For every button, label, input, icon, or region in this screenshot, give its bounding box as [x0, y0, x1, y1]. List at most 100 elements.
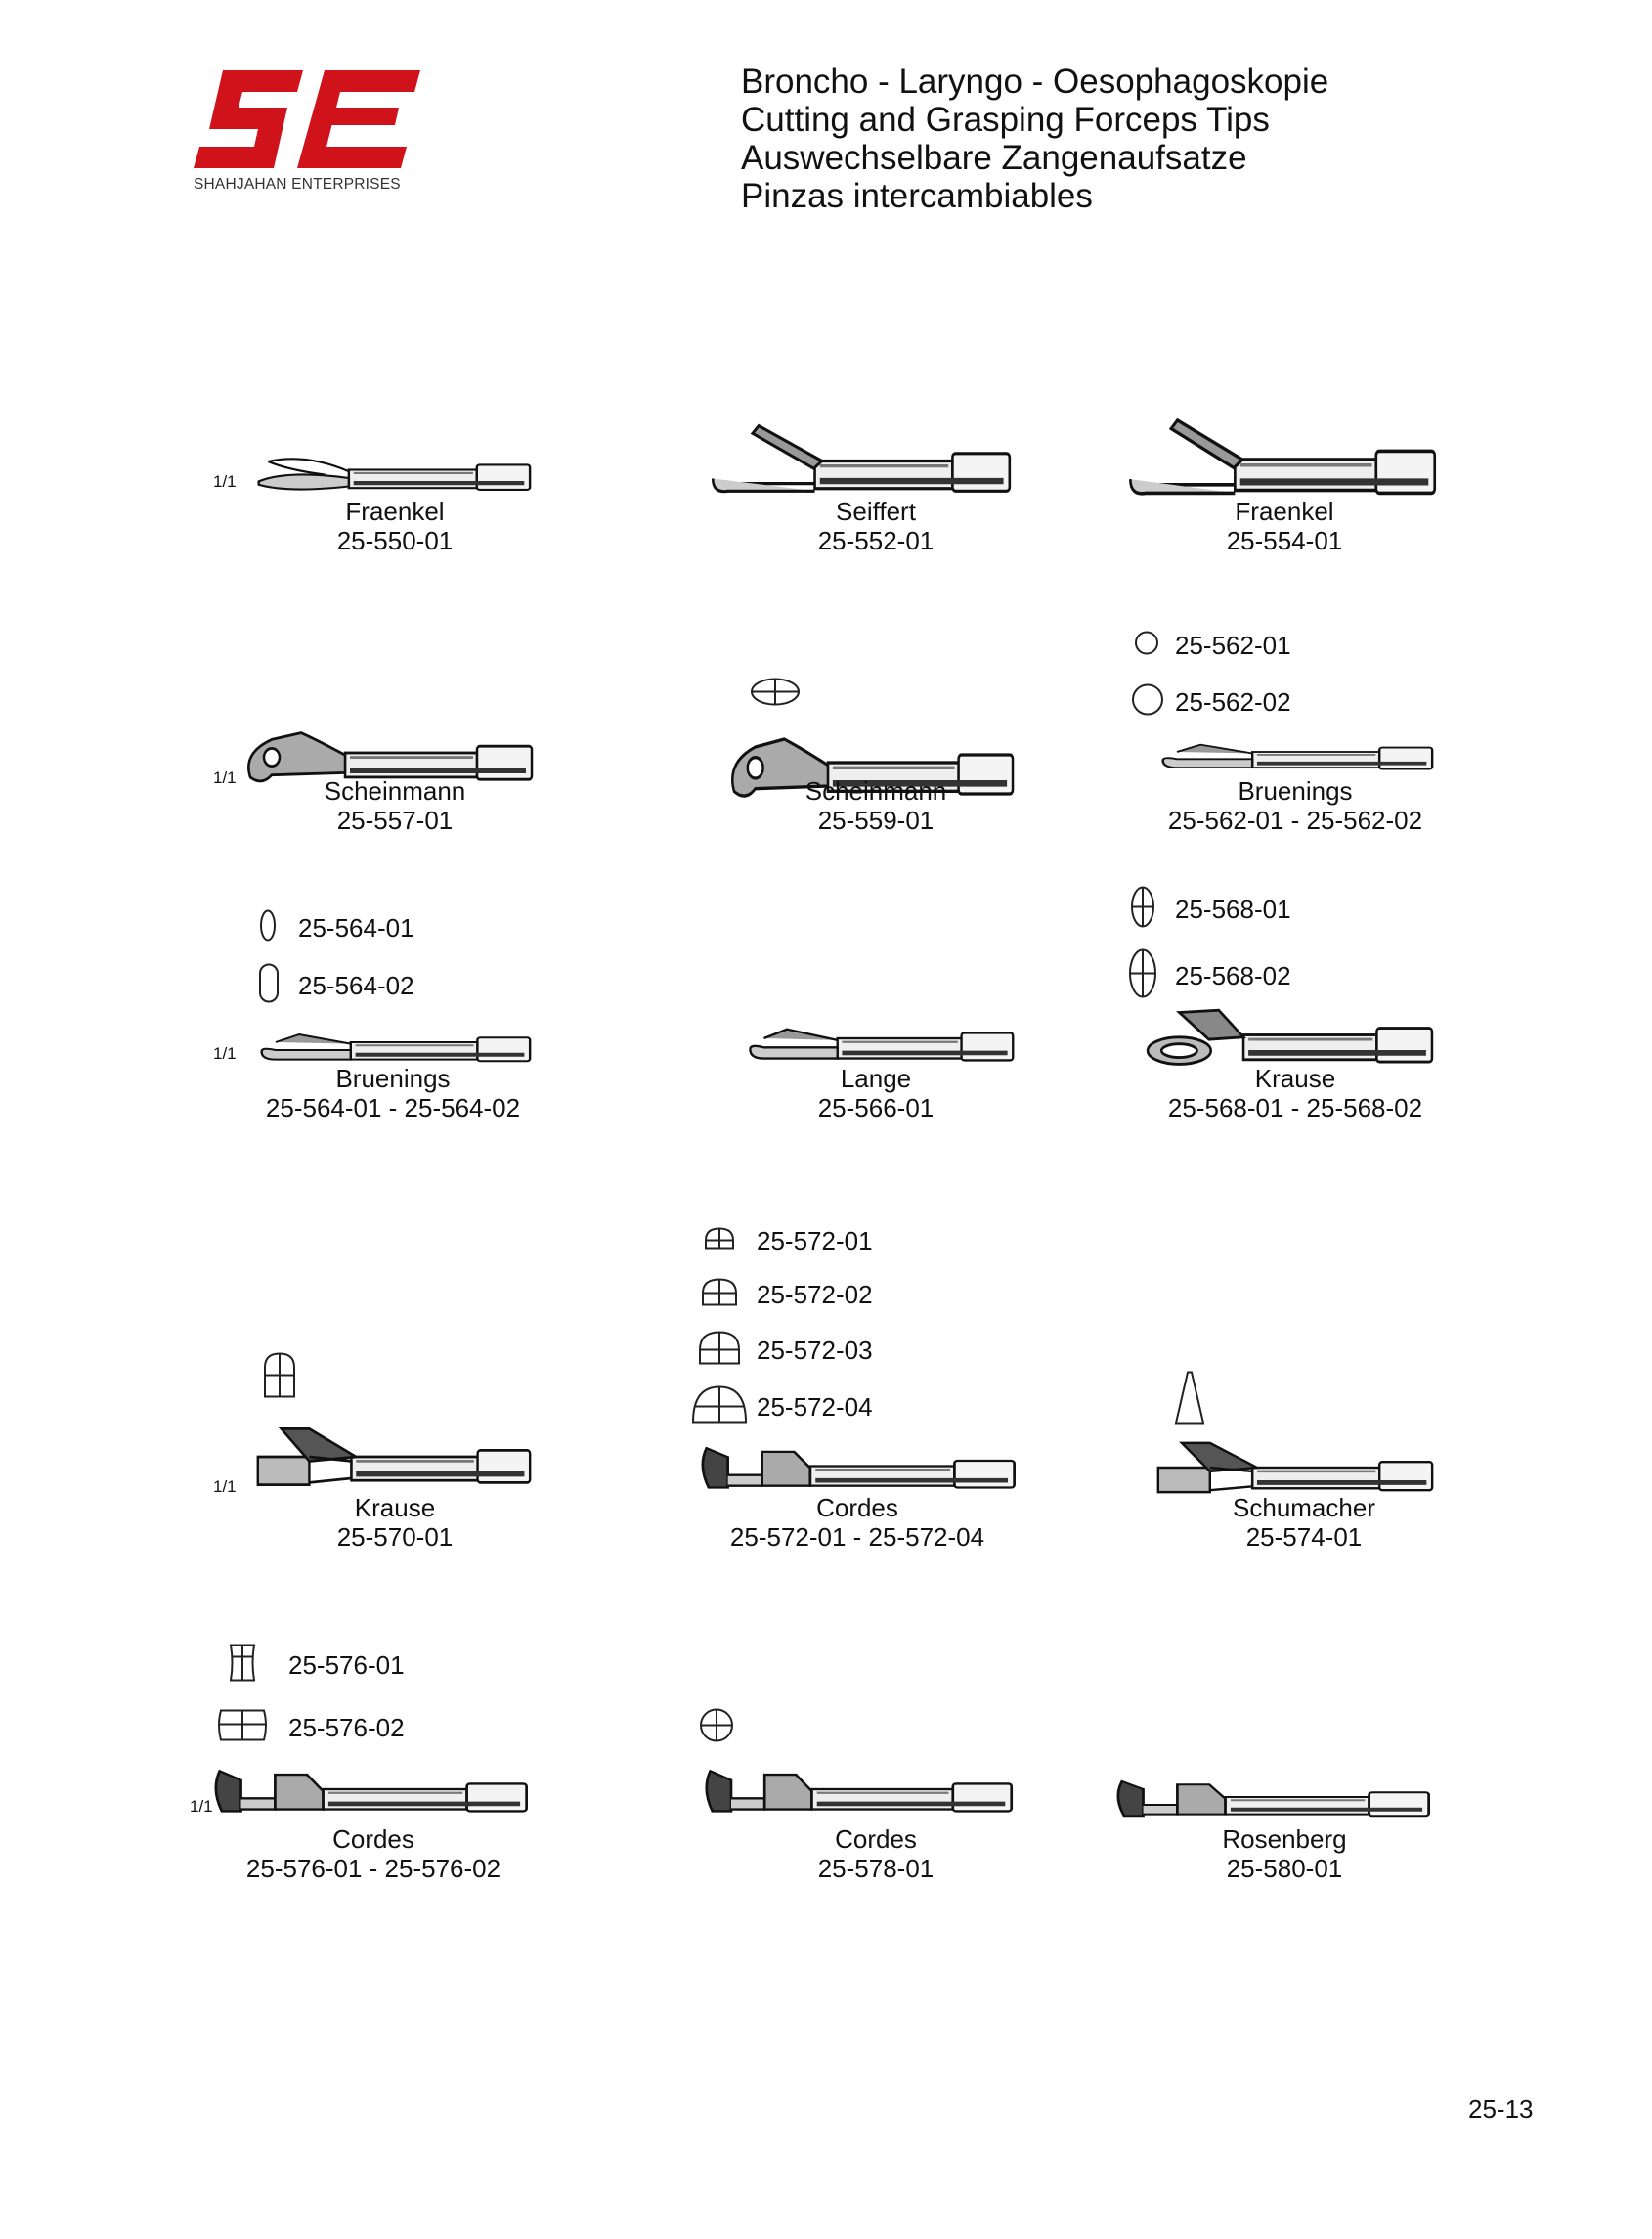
item-name: Bruenings: [335, 1064, 451, 1093]
oval-small-profile-icon: [259, 909, 277, 947]
dome-1-profile-icon: [704, 1227, 735, 1255]
instrument-illustration: [702, 1762, 1016, 1822]
instrument-illustration: [1153, 1439, 1436, 1501]
instrument-illustration: [1153, 730, 1436, 778]
circle-small-profile-icon: [1134, 631, 1159, 661]
instrument-illustration: [211, 1762, 531, 1822]
scale-label: 1/1: [213, 768, 237, 787]
se-logo-icon: [194, 70, 420, 168]
variant-code: 25-562-01: [1175, 631, 1291, 660]
variant-code: 25-572-03: [757, 1336, 873, 1365]
variant-code: 25-562-02: [1175, 687, 1291, 717]
oval-large-profile-icon: [258, 963, 280, 1009]
barrel-tall-profile-icon: [228, 1644, 257, 1688]
round-cross-profile-icon: [699, 1708, 734, 1748]
oval-cross-small-profile-icon: [1130, 886, 1155, 934]
item-code: 25-566-01: [817, 1093, 935, 1122]
instrument-illustration: [741, 1011, 1017, 1071]
item-code: 25-557-01: [336, 806, 454, 835]
forceps-tip-icon: [1129, 417, 1437, 496]
item-code: 25-559-01: [817, 806, 935, 835]
page-heading: Broncho - Laryngo - Oesophagoskopie Cutt…: [741, 63, 1328, 215]
forceps-tip-icon: [1146, 1008, 1434, 1066]
company-logo: SHAHJAHAN ENTERPRISES: [194, 70, 428, 198]
item-name: Lange: [840, 1064, 912, 1093]
arch-cross-profile-icon: [263, 1352, 296, 1404]
variant-code: 25-576-01: [288, 1650, 405, 1680]
forceps-tip-icon: [1116, 1779, 1431, 1818]
item-name: Cordes: [816, 1493, 898, 1522]
forceps-tip-icon: [256, 1427, 532, 1486]
heading-line: Broncho - Laryngo - Oesophagoskopie: [741, 63, 1329, 101]
item-code: 25-554-01: [1226, 526, 1343, 555]
instrument-illustration: [726, 724, 1017, 807]
barrel-wide-profile-icon: [217, 1709, 268, 1747]
instrument-illustration: [1125, 417, 1439, 506]
instrument-illustration: [698, 1439, 1019, 1498]
item-code: 25-564-01 - 25-564-02: [265, 1093, 521, 1122]
variant-code: 25-572-02: [757, 1280, 873, 1309]
item-name: Krause: [354, 1493, 436, 1522]
instrument-illustration: [249, 445, 534, 500]
forceps-tip-icon: [701, 1446, 1016, 1489]
forceps-tip-icon: [711, 423, 1012, 494]
forceps-tip-icon: [260, 1032, 532, 1063]
item-code: 25-578-01: [817, 1854, 935, 1883]
forceps-tip-icon: [247, 731, 534, 783]
instrument-illustration: [708, 423, 1014, 504]
oval-cross-large-profile-icon: [1128, 948, 1157, 1004]
item-code: 25-550-01: [336, 526, 454, 555]
item-code: 25-580-01: [1226, 1854, 1343, 1883]
forceps-tip-icon: [1156, 1441, 1434, 1494]
item-name: Scheinmann: [324, 776, 466, 806]
forceps-tip-icon: [731, 737, 1015, 798]
instrument-illustration: [252, 1019, 534, 1071]
item-name: Fraenkel: [345, 497, 445, 526]
heading-line: Cutting and Grasping Forceps Tips: [741, 101, 1270, 139]
item-name: Schumacher: [1233, 1493, 1375, 1522]
item-name: Fraenkel: [1235, 497, 1334, 526]
scale-label: 1/1: [213, 1477, 237, 1496]
variant-code: 25-568-02: [1175, 961, 1291, 990]
item-code: 25-572-01 - 25-572-04: [729, 1522, 985, 1552]
item-name: Scheinmann: [804, 776, 947, 806]
dome-3-profile-icon: [698, 1331, 741, 1371]
variant-code: 25-572-01: [757, 1226, 873, 1255]
item-code: 25-574-01: [1245, 1522, 1363, 1552]
heading-line: Pinzas intercambiables: [741, 177, 1093, 215]
page-number: 25-13: [1468, 2094, 1534, 2124]
item-name: Bruenings: [1238, 776, 1353, 806]
variant-code: 25-576-02: [288, 1713, 405, 1742]
scale-label: 1/1: [213, 1044, 237, 1063]
item-name: Seiffert: [836, 497, 916, 526]
instrument-illustration: [1140, 1001, 1436, 1074]
variant-code: 25-572-04: [757, 1392, 873, 1422]
item-code: 25-570-01: [336, 1522, 454, 1552]
item-code: 25-568-01 - 25-568-02: [1167, 1093, 1423, 1122]
instrument-illustration: [242, 720, 536, 791]
item-name: Rosenberg: [1222, 1824, 1347, 1854]
item-code: 25-562-01 - 25-562-02: [1167, 806, 1423, 835]
forceps-tip-icon: [214, 1769, 529, 1813]
oval-cross-profile-icon: [750, 678, 801, 712]
scale-label: 1/1: [213, 472, 237, 491]
scale-label: 1/1: [190, 1797, 213, 1816]
forceps-tip-icon: [1161, 743, 1434, 770]
forceps-tip-icon: [705, 1769, 1014, 1813]
forceps-tip-icon: [257, 458, 532, 491]
instrument-illustration: [1113, 1774, 1433, 1825]
heading-line: Auswechselbare Zangenaufsatze: [741, 139, 1247, 177]
